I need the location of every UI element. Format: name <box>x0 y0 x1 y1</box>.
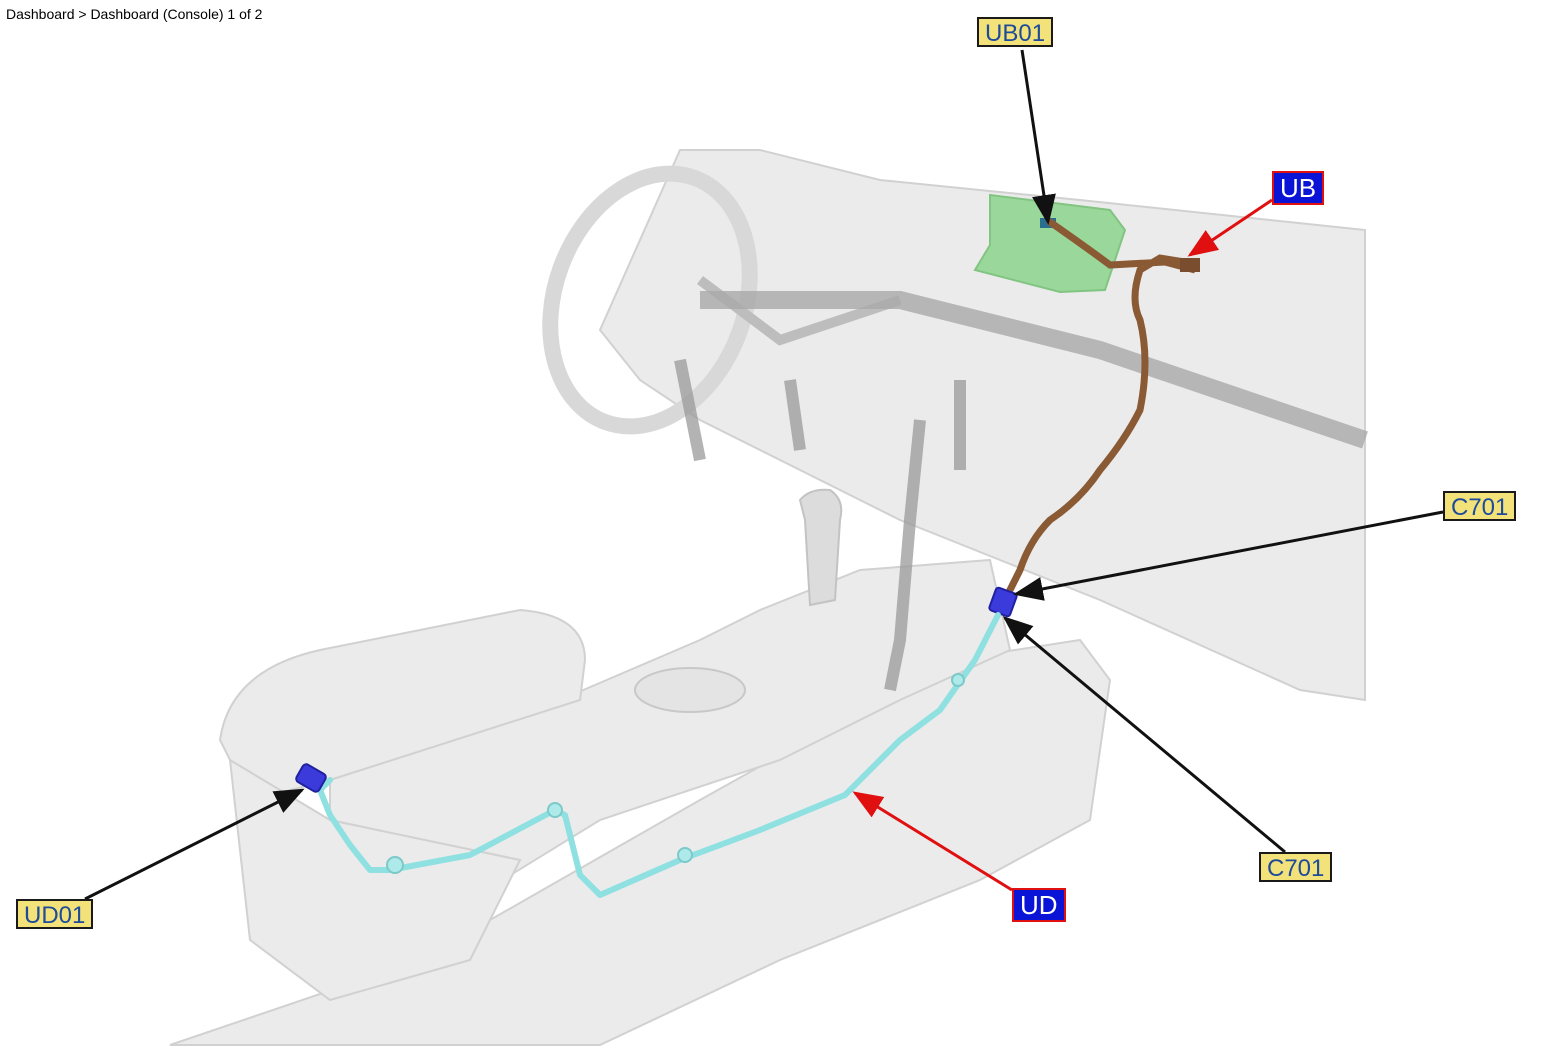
gear-shifter <box>798 488 843 607</box>
arrow-ud <box>852 791 1013 892</box>
callout-ub: UB <box>1272 171 1325 205</box>
callout-ud01: UD01 <box>16 899 94 929</box>
ub-connector-end <box>1180 258 1200 272</box>
callout-ub01: UB01 <box>977 17 1054 47</box>
cupholder <box>634 667 746 713</box>
armrest <box>218 608 587 802</box>
cross-car-beam <box>700 291 1368 449</box>
support-brackets <box>674 358 966 692</box>
steering-wheel <box>542 165 758 435</box>
ud01-connector <box>295 763 327 793</box>
ud-harness <box>317 612 1001 898</box>
arrow-ub <box>1187 198 1273 257</box>
leader-arrows <box>84 49 1444 901</box>
arrow-c701-lower <box>1002 616 1286 854</box>
arrow-ud01 <box>84 788 305 901</box>
arrow-c701-upper <box>1013 510 1444 601</box>
breadcrumb: Dashboard > Dashboard (Console) 1 of 2 <box>6 6 263 22</box>
vehicle-body-outline <box>169 149 1366 1046</box>
ud-harness-clips <box>386 673 965 874</box>
arrow-ub01 <box>1020 49 1056 225</box>
callout-c701-lower: C701 <box>1259 852 1333 882</box>
floor-structure <box>169 638 1112 1046</box>
ub01-module <box>973 193 1127 294</box>
callout-c701-upper: C701 <box>1443 491 1517 521</box>
callout-ud: UD <box>1012 888 1066 922</box>
ub-harness <box>1006 218 1198 594</box>
